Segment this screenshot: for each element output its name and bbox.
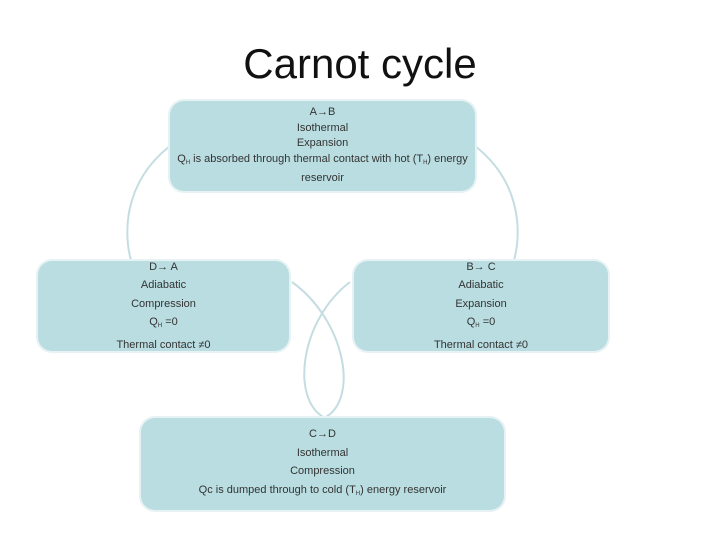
step-a-to-b-box: A→B Isothermal Expansion QH is absorbed … bbox=[170, 101, 475, 191]
page-title: Carnot cycle bbox=[243, 40, 477, 87]
step-b-to-c-box: B→ C Adiabatic Expansion QH =0 Thermal c… bbox=[354, 261, 608, 351]
step-c-to-d-box: C→D Isothermal Compression Qc is dumped … bbox=[141, 418, 504, 510]
contact-label: Thermal contact ≠0 bbox=[433, 338, 529, 351]
step-d-to-a-box: D→ A Adiabatic Compression QH =0 Thermal… bbox=[38, 261, 289, 351]
kind-label: Expansion bbox=[455, 297, 507, 310]
arc-center-right bbox=[303, 281, 351, 419]
transition-label: D→ A bbox=[149, 260, 178, 273]
process-label: Adiabatic bbox=[458, 279, 504, 292]
heat-description-end: reservoir bbox=[301, 172, 344, 185]
transition-label: C→D bbox=[309, 428, 336, 440]
process-label: Isothermal bbox=[296, 446, 349, 459]
heat-description: QH is absorbed through thermal contact w… bbox=[177, 152, 468, 166]
arc-top-left bbox=[126, 145, 171, 261]
kind-label: Expansion bbox=[296, 137, 349, 150]
kind-label: Compression bbox=[290, 465, 355, 477]
arc-center-left bbox=[291, 281, 345, 419]
kind-label: Compression bbox=[131, 297, 196, 310]
heat-value: QH =0 bbox=[466, 316, 496, 330]
contact-label: Thermal contact ≠0 bbox=[116, 338, 211, 351]
process-label: Adiabatic bbox=[140, 279, 187, 292]
arc-top-right bbox=[474, 145, 519, 261]
transition-label: A→B bbox=[309, 106, 336, 119]
transition-label: B→ C bbox=[466, 260, 496, 273]
heat-description: Qc is dumped through to cold (TH) energy… bbox=[198, 483, 447, 497]
heat-value: QH =0 bbox=[149, 316, 178, 330]
process-label: Isothermal bbox=[296, 121, 349, 134]
